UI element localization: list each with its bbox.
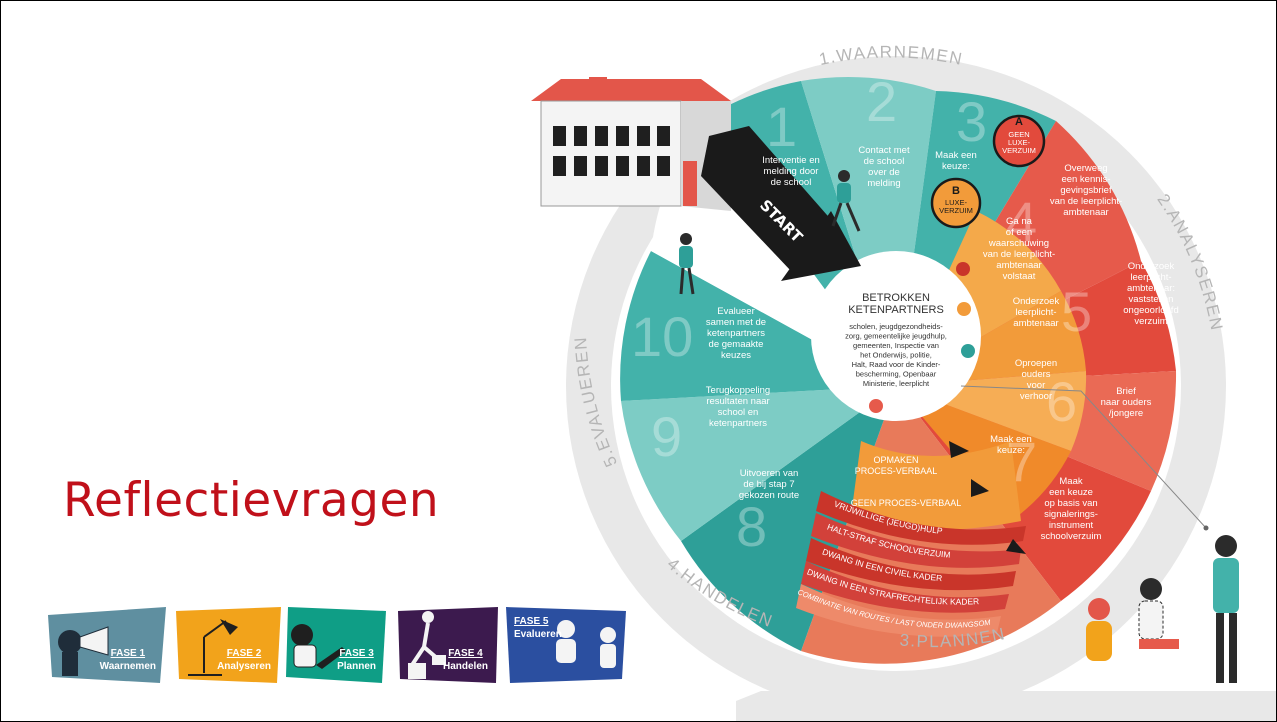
step-number-2: 2 <box>866 70 897 133</box>
segment-step-9 <box>621 386 896 541</box>
route-band-2 <box>811 513 1021 568</box>
svg-text:A: A <box>1015 116 1023 128</box>
school-windows <box>553 126 670 176</box>
youth-group-illustration <box>1086 535 1239 683</box>
fase-4-name: Handelen <box>442 661 488 672</box>
step-numbers: 1 2 3 4 5 6 7 8 9 10 <box>631 70 1092 558</box>
people-illustrations <box>679 170 1239 683</box>
fase-3-name: Plannen <box>337 661 376 672</box>
fase-1-name: Waarnemen <box>99 661 156 672</box>
step-number-3: 3 <box>956 90 987 153</box>
person-topview-icon <box>869 262 975 413</box>
fase-5-badge[interactable]: FASE 5 Evalueren <box>506 607 626 683</box>
center-circle <box>811 251 981 421</box>
school-roof <box>531 79 731 101</box>
step-number-10: 10 <box>631 305 693 368</box>
route-band-1 <box>816 491 1026 545</box>
slide-title: Reflectievragen <box>63 473 440 528</box>
badge-b: B LUXE-VERZUIM <box>930 177 982 229</box>
route-geen-pv: GEEN PROCES-VERBAAL <box>851 498 962 508</box>
step-number-4: 4 <box>1006 190 1037 253</box>
route-band-4 <box>801 561 1009 613</box>
bottom-shelf <box>736 691 1276 721</box>
start-arrow[interactable]: START <box>701 126 861 281</box>
fase-2-number: FASE 2 <box>226 648 262 659</box>
segment-step-8 <box>681 386 896 651</box>
step-number-7: 7 <box>1006 430 1037 493</box>
school-facade <box>540 100 682 207</box>
fase-2-badge[interactable]: FASE 2 Analyseren <box>176 607 281 683</box>
school-building-illustration <box>531 77 731 211</box>
fase-4-number: FASE 4 <box>448 648 483 659</box>
fase-1-number: FASE 1 <box>110 648 146 659</box>
route-arrows <box>949 441 1026 554</box>
fase-5-name: Evalueren <box>514 629 562 640</box>
step-number-1: 1 <box>766 95 797 158</box>
fase-4-badge[interactable]: FASE 4 Handelen <box>398 607 498 683</box>
fase-1-badge[interactable]: FASE 1 Waarnemen <box>48 607 166 683</box>
person-walking-icon <box>831 170 861 232</box>
person-standing-icon <box>679 233 695 295</box>
step-number-5: 5 <box>1061 280 1092 343</box>
fase-3-number: FASE 3 <box>339 648 374 659</box>
route-band-3 <box>806 538 1016 591</box>
step-number-8: 8 <box>736 495 767 558</box>
fase-3-badge[interactable]: FASE 3 Plannen <box>286 607 386 683</box>
svg-text:B: B <box>952 185 960 197</box>
route-band-proces-verbaal <box>851 441 1021 530</box>
step-number-6: 6 <box>1046 370 1077 433</box>
svg-text:LUXE-VERZUIM: LUXE-VERZUIM <box>939 198 973 215</box>
fase-5-number: FASE 5 <box>514 616 549 627</box>
fase-2-name: Analyseren <box>217 661 271 672</box>
center-body: scholen, jeugdgezondheids-zorg, gemeente… <box>845 322 947 388</box>
school-door <box>683 161 697 206</box>
pointer-line <box>960 385 1207 529</box>
route-bands <box>796 441 1026 637</box>
step-number-9: 9 <box>651 405 682 468</box>
route-band-5 <box>796 584 1001 637</box>
